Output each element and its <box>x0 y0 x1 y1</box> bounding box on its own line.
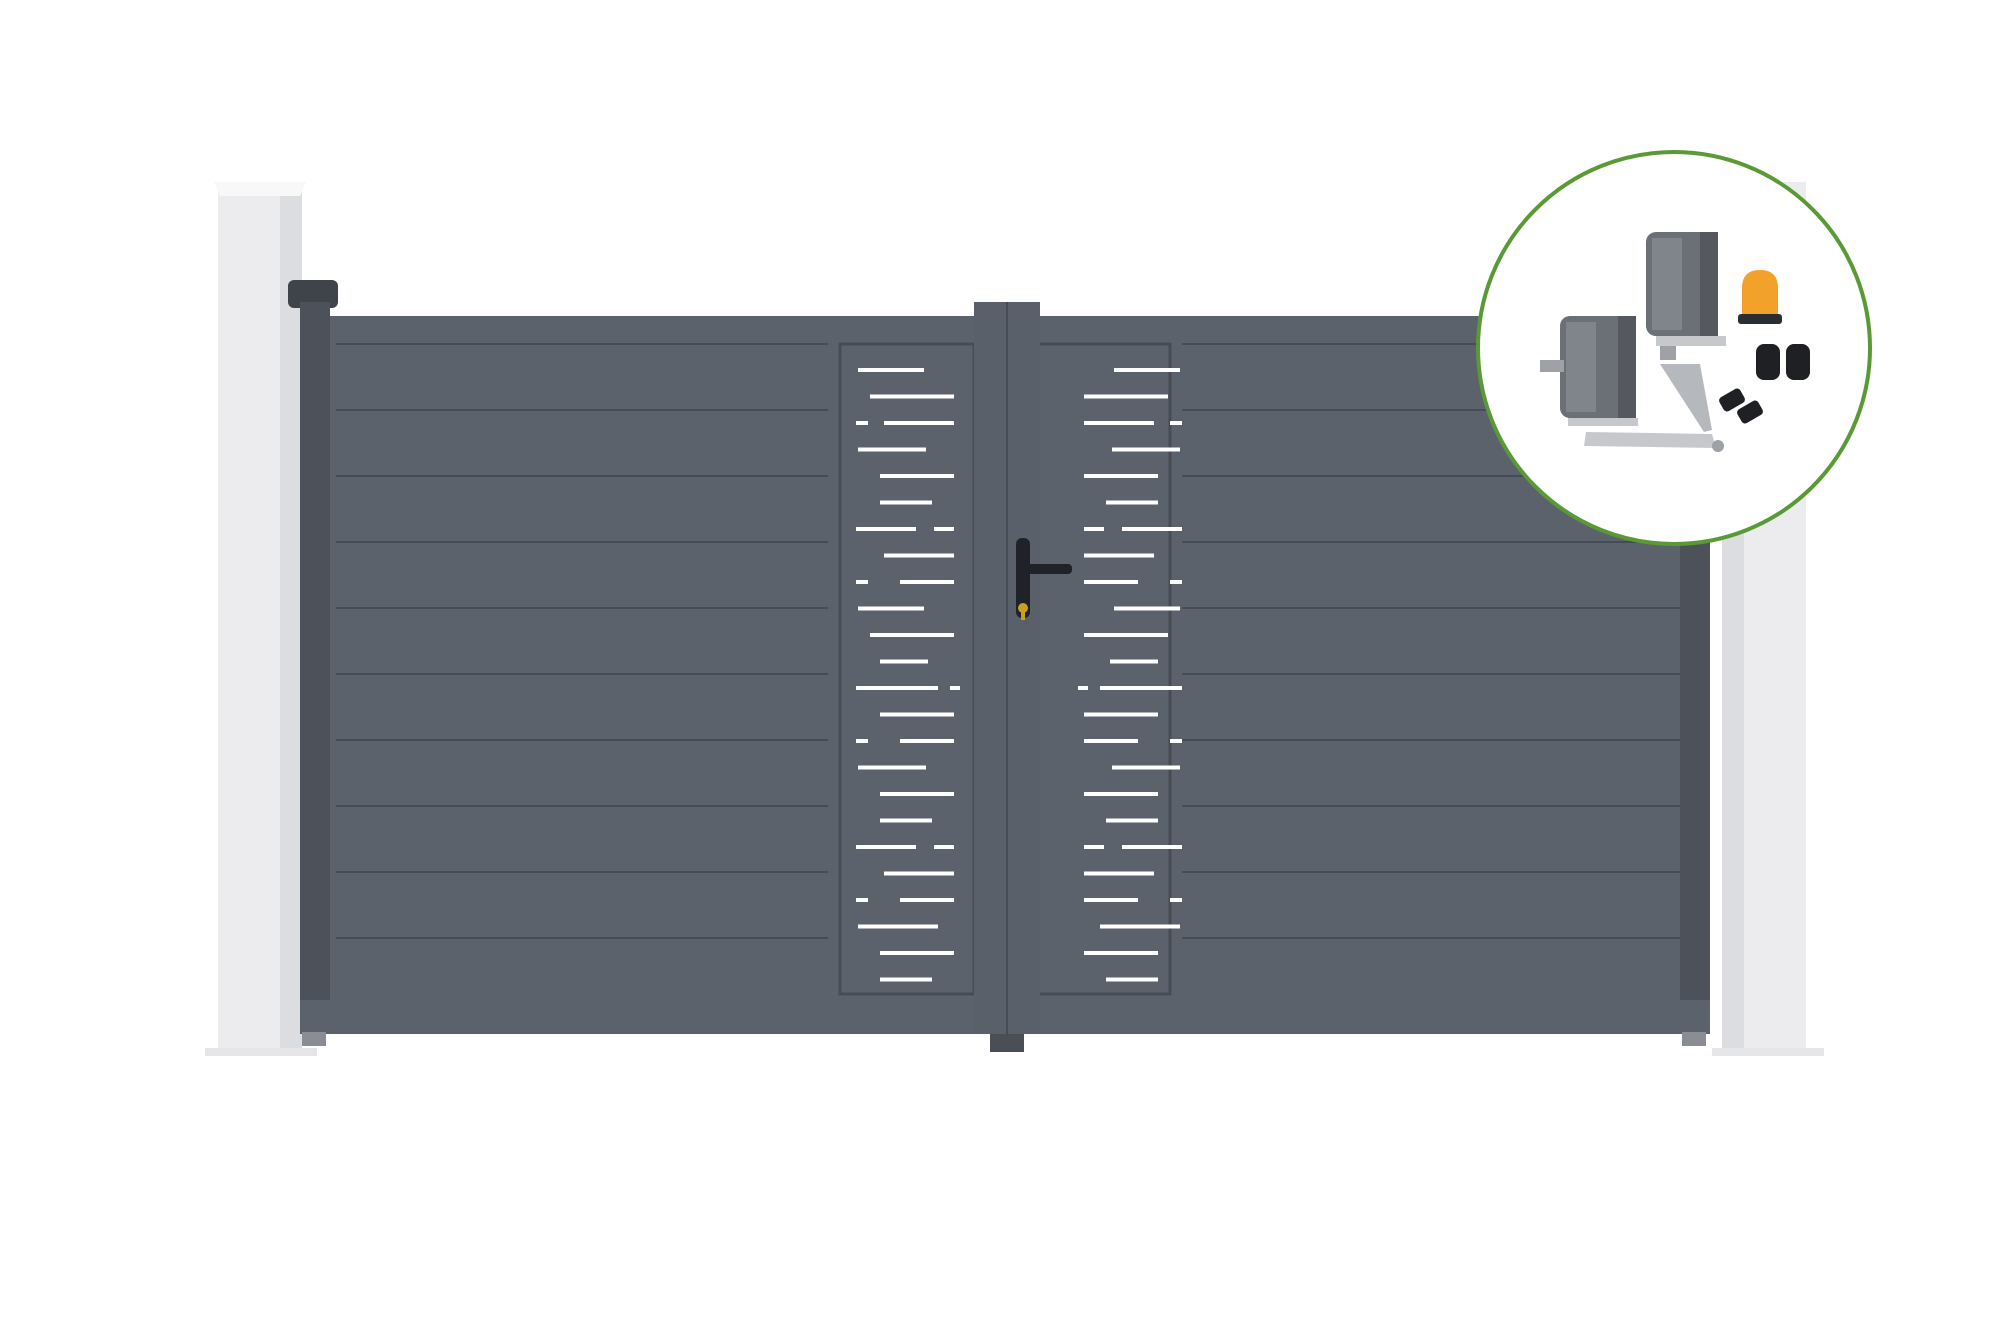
center-post <box>974 302 1040 1052</box>
motor-unit-front <box>1540 316 1638 426</box>
right-decorative-slots <box>1078 368 1182 982</box>
left-hinge-cap <box>288 280 338 308</box>
motor-unit-back <box>1646 232 1726 360</box>
left-gate-leaf <box>300 302 980 1046</box>
left-decorative-slots <box>856 368 960 982</box>
left-pillar <box>205 182 317 1056</box>
flash-light <box>1738 270 1782 324</box>
remote-controls <box>1719 388 1763 424</box>
door-handle <box>1016 538 1072 620</box>
left-solid-boards <box>336 343 828 939</box>
swing-arm <box>1584 364 1724 452</box>
photocells <box>1756 344 1810 380</box>
motor-kit-inset <box>1476 150 1872 546</box>
